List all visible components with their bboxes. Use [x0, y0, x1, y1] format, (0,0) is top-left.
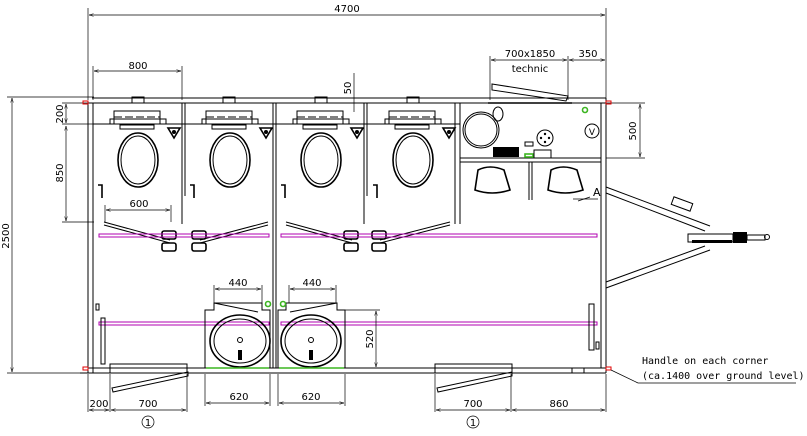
- meter-icon: [492, 106, 504, 122]
- basin-icon-1: [209, 314, 271, 368]
- dim-text-700-right: 700: [463, 399, 482, 410]
- dim-technic: 700x1850 technic 350: [489, 49, 605, 100]
- handle-marker-bl: [82, 366, 89, 371]
- dim-text-620-1: 620: [229, 392, 248, 403]
- dim-text-600: 600: [129, 199, 148, 210]
- dim-text-2500: 2500: [1, 223, 12, 248]
- dim-wall-offset: 50: [343, 73, 355, 112]
- toilet-icon-2: [190, 110, 274, 198]
- handrails: [98, 233, 598, 326]
- side-fixtures: [95, 303, 600, 365]
- roof-vents: [131, 96, 420, 104]
- dim-text-440-2: 440: [302, 278, 321, 289]
- vent-icon-4: [406, 96, 420, 104]
- green-valve-icon: [581, 106, 589, 114]
- step-marker-right: 1: [470, 418, 476, 429]
- toilet-icon-1: [98, 110, 182, 198]
- wash-basins: [204, 300, 346, 369]
- green-tap-icon-1: [264, 300, 272, 308]
- step-marker-left: 1: [145, 418, 151, 429]
- dim-text-500: 500: [628, 121, 639, 140]
- corner-handles: [82, 100, 612, 371]
- dim-overall-length: 4700: [87, 4, 607, 100]
- dim-text-4700: 4700: [334, 4, 359, 15]
- dim-overall-width: 2500: [1, 96, 94, 374]
- green-fitting: [524, 153, 534, 158]
- mirror-left: [100, 317, 106, 365]
- dim-door-width: 600: [104, 199, 172, 222]
- dim-text-620-2: 620: [301, 392, 320, 403]
- urinal-icon-2: [547, 166, 584, 194]
- handle-marker-tl: [82, 100, 89, 105]
- entry-steps: [109, 363, 585, 393]
- dim-bottom: 200 700 1 620 620 700 860 1: [87, 374, 607, 429]
- handle-annotation: Handle on each corner (ca.1400 over grou…: [610, 356, 805, 384]
- step-right: [436, 371, 513, 393]
- valve-icon: [584, 123, 600, 139]
- jockey-wheel-icon: [670, 196, 694, 212]
- annotation-line-2: (ca.1400 over ground level): [642, 371, 805, 382]
- dim-basins: 440 440 520: [213, 278, 380, 367]
- dim-text-440-1: 440: [228, 278, 247, 289]
- green-tap-icon-2: [279, 300, 287, 308]
- dim-text-200-top: 200: [55, 104, 66, 123]
- dim-text-350: 350: [578, 49, 597, 60]
- vent-icon-2: [222, 96, 236, 104]
- pump-icon: [536, 129, 554, 147]
- vent-icon-3: [314, 96, 328, 104]
- handle-marker-tr: [605, 100, 612, 105]
- dim-cabin-depth: 200 850: [55, 102, 94, 223]
- dim-text-860: 860: [549, 399, 568, 410]
- basin-icon-2: [280, 314, 342, 368]
- toilet-icon-3: [281, 110, 365, 198]
- trailer-body: [80, 98, 607, 374]
- dim-text-200-bottom: 200: [89, 399, 108, 410]
- valve-label: V: [589, 128, 596, 138]
- toilets: [98, 110, 457, 198]
- dim-text-520: 520: [365, 329, 376, 348]
- step-left: [111, 371, 189, 393]
- drawbar: [605, 186, 770, 289]
- urinal-icon-1: [474, 166, 511, 194]
- technic-equipment: V A: [462, 106, 601, 202]
- dim-text-50: 50: [343, 82, 354, 95]
- heater-icon: [493, 147, 519, 157]
- mirror-right: [588, 303, 595, 351]
- dim-text-technic-size: 700x1850: [505, 49, 555, 60]
- toilet-icon-4: [373, 110, 457, 198]
- annotation-line-1: Handle on each corner: [642, 356, 768, 367]
- dim-text-850: 850: [55, 163, 66, 182]
- dim-text-800: 800: [128, 61, 147, 72]
- technic-label: technic: [512, 64, 549, 75]
- dim-text-700-left: 700: [138, 399, 157, 410]
- handle-marker-br: [605, 366, 612, 371]
- section-marker-a: A: [593, 186, 601, 199]
- dim-technic-depth: 500: [606, 102, 645, 159]
- dim-cabin-width: 800: [92, 61, 183, 100]
- boiler-tank-icon: [462, 111, 500, 149]
- vent-icon-1: [131, 96, 145, 104]
